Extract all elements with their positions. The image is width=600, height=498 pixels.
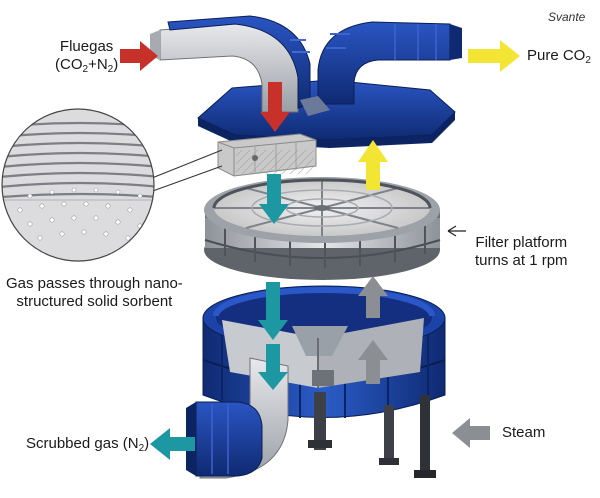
steam-inlet-arrow: [452, 418, 490, 448]
gas-flow-arrow-upper: [259, 174, 289, 224]
label-gas-passes-line2: structured solid sorbent: [16, 293, 173, 310]
fluegas-down-arrow: [260, 82, 290, 132]
scrubbed-gas-duct: [186, 357, 289, 479]
label-gas-passes: Gas passes through nano- structured soli…: [6, 275, 183, 311]
label-fluegas-line2: (CO2+N2): [55, 56, 119, 75]
label-steam: Steam: [502, 424, 546, 441]
label-scrubbed-gas: Scrubbed gas (N2): [26, 435, 150, 454]
steam-up-arrow-upper: [358, 276, 388, 318]
label-filter-platform: Filter platform turns at 1 rpm: [475, 234, 568, 270]
steam-up-arrow-lower: [358, 340, 388, 384]
gas-flow-arrow-inner: [258, 344, 288, 390]
top-manifold: [150, 15, 462, 148]
fluegas-inlet-arrow: [120, 41, 158, 71]
label-pure-co2: Pure CO2: [527, 47, 591, 66]
sorbent-zoom-inset: [1, 108, 223, 262]
scrubbed-gas-arrow: [150, 428, 195, 460]
co2-outlet-arrow: [468, 40, 520, 72]
gas-flow-arrow-lower: [258, 282, 288, 340]
filter-platform: [204, 177, 441, 280]
sorbent-block: [217, 133, 317, 177]
support-legs: [308, 392, 436, 478]
label-filter-platform-line1: Filter platform: [475, 234, 568, 251]
label-fluegas: Fluegas (CO2+N2): [55, 38, 119, 75]
label-filter-platform-line2: turns at 1 rpm: [475, 252, 568, 269]
co2-up-arrow: [358, 140, 388, 190]
flow-arrows: [120, 40, 520, 460]
label-fluegas-line1: Fluegas: [59, 38, 114, 55]
image-credit: Svante: [548, 10, 586, 24]
label-gas-passes-line1: Gas passes through nano-: [6, 275, 183, 292]
